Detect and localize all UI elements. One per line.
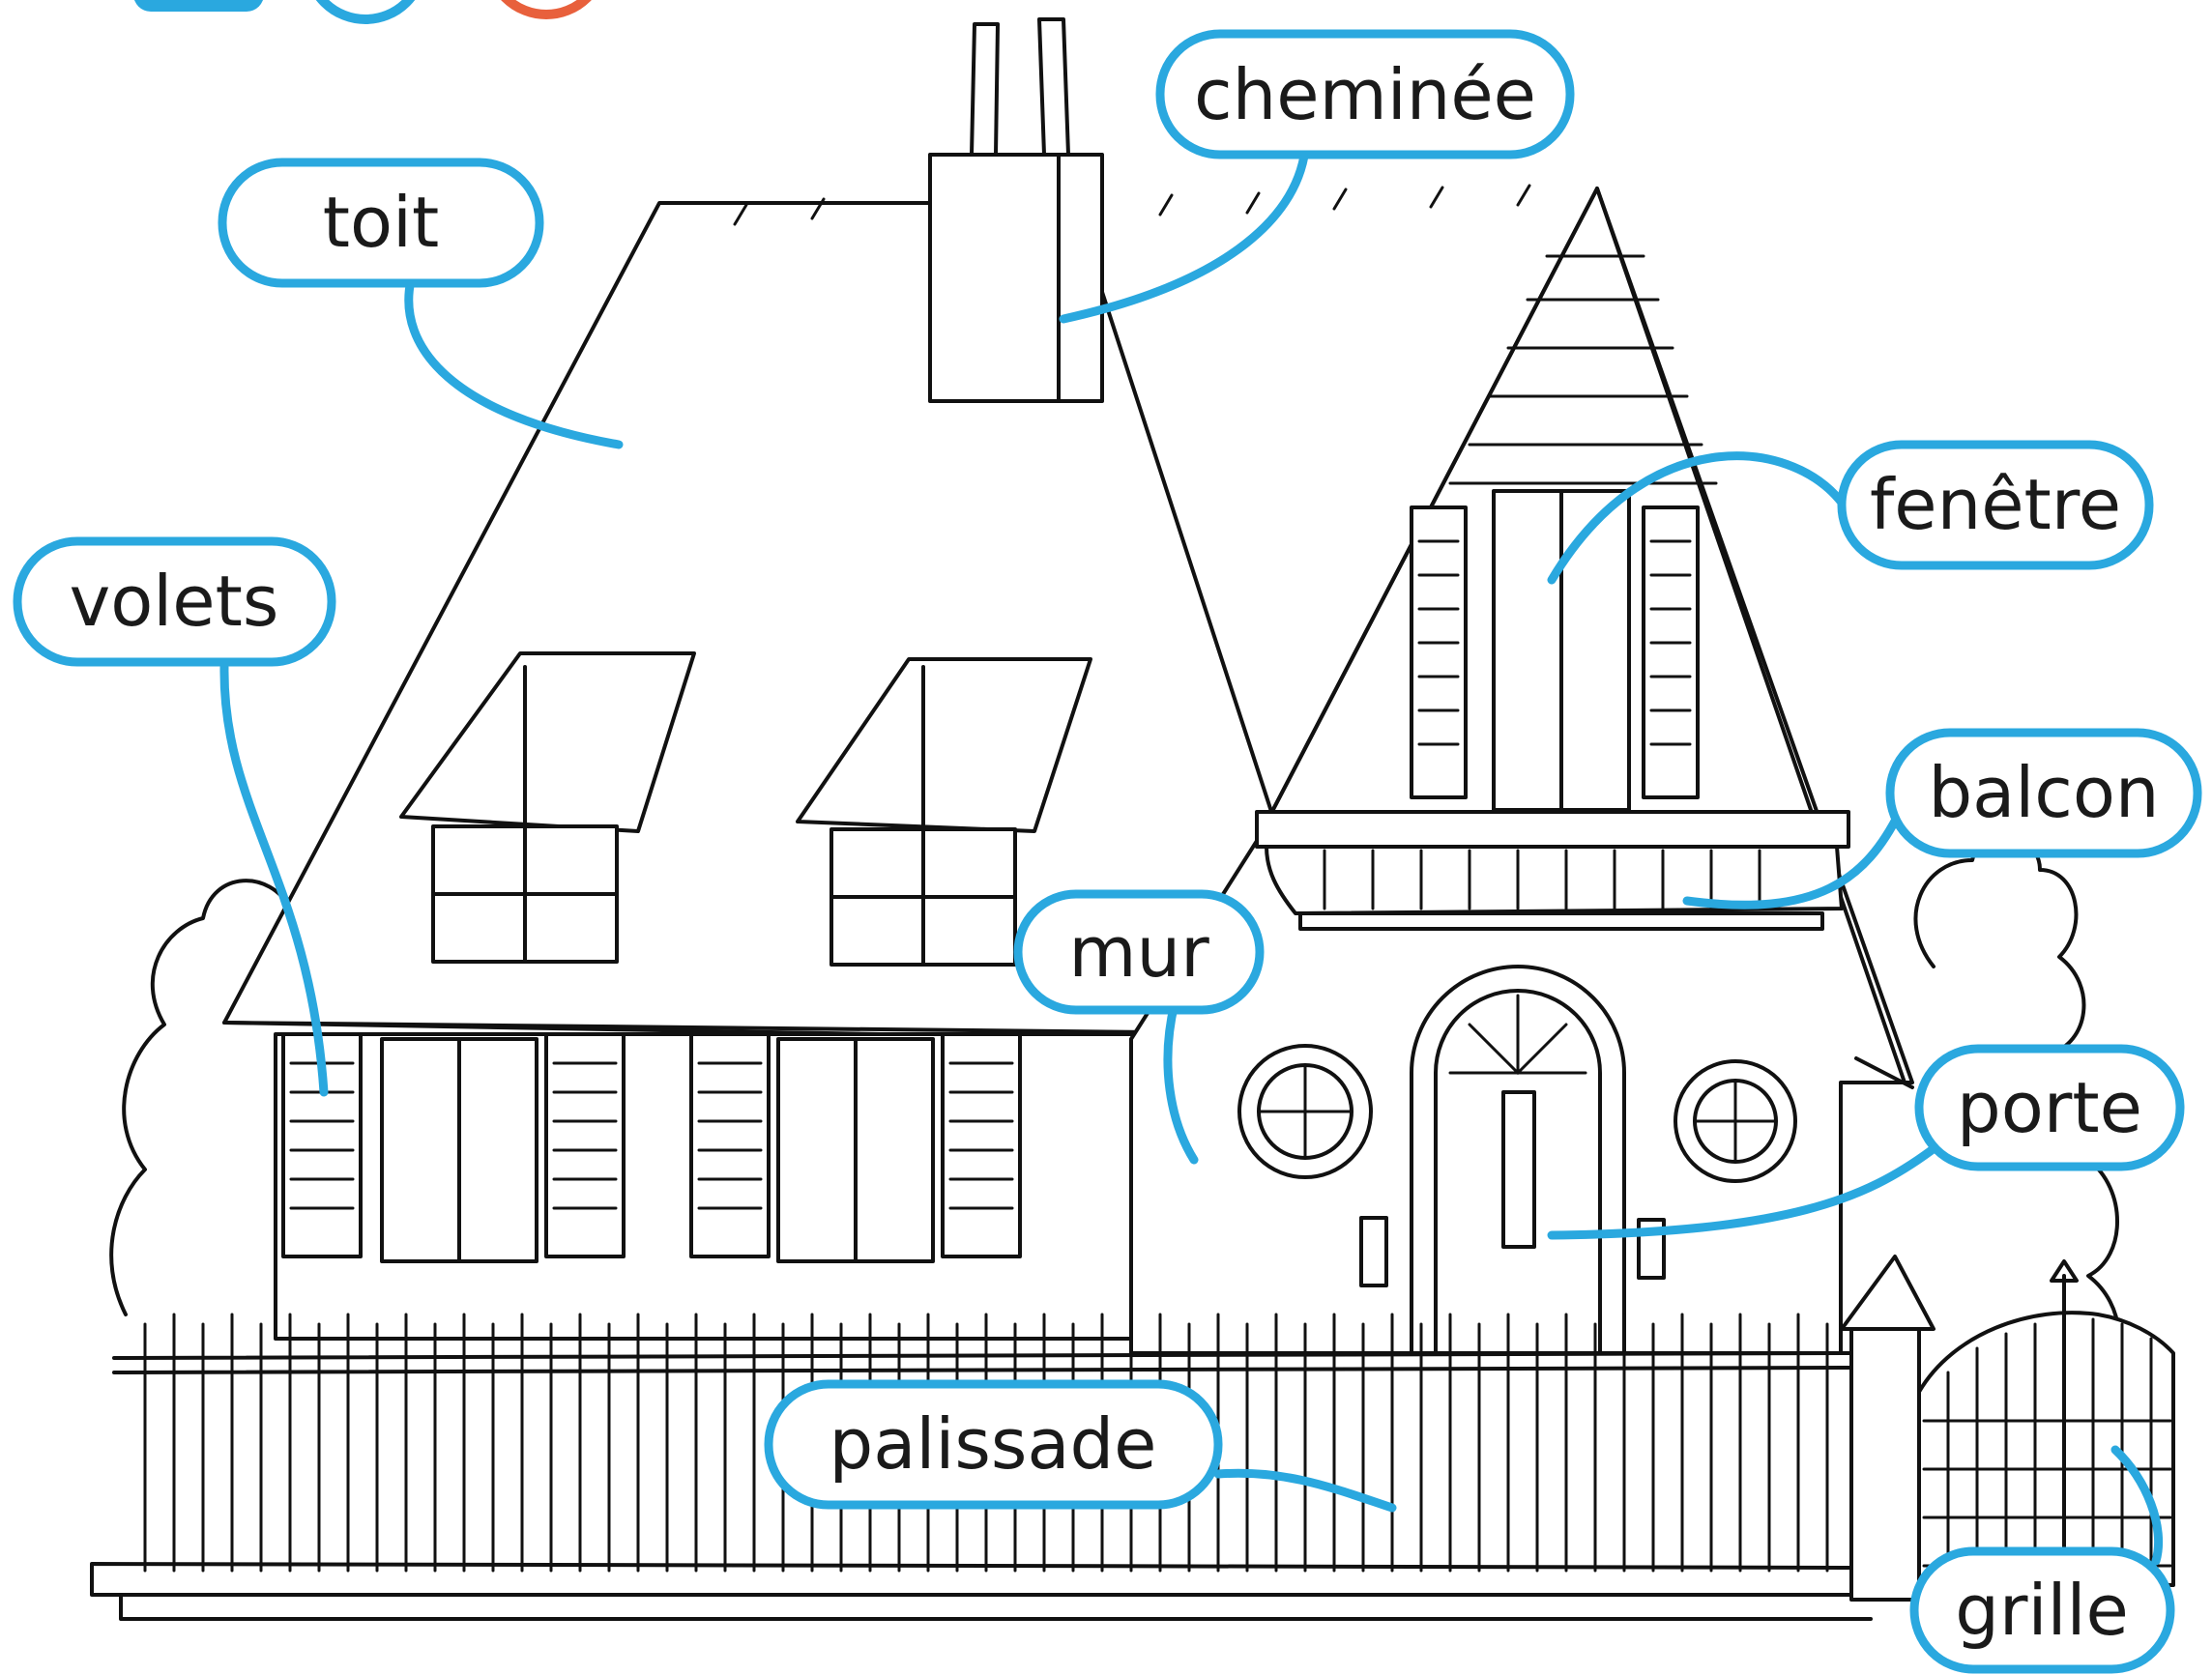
label-cheminee-text: cheminée bbox=[1194, 54, 1536, 135]
label-mur: mur bbox=[1018, 894, 1260, 1010]
label-fenetre: fenêtre bbox=[1842, 445, 2149, 565]
label-balcon: balcon bbox=[1890, 733, 2197, 853]
label-grille: grille bbox=[1914, 1551, 2170, 1669]
top-icons bbox=[133, 0, 604, 19]
label-toit: toit bbox=[222, 162, 539, 283]
label-cheminee: cheminée bbox=[1160, 34, 1570, 155]
label-porte: porte bbox=[1919, 1049, 2180, 1167]
blue-square-icon bbox=[133, 0, 264, 12]
blue-circle-icon bbox=[307, 0, 423, 19]
orange-circle-icon bbox=[488, 0, 604, 14]
label-volets: volets bbox=[17, 541, 332, 662]
label-mur-text: mur bbox=[1068, 911, 1209, 993]
label-palissade-text: palissade bbox=[830, 1403, 1157, 1485]
label-balcon-text: balcon bbox=[1928, 752, 2159, 833]
label-grille-text: grille bbox=[1955, 1570, 2129, 1651]
label-palissade: palissade bbox=[769, 1384, 1218, 1505]
label-toit-text: toit bbox=[323, 182, 440, 263]
label-fenetre-text: fenêtre bbox=[1870, 464, 2121, 545]
label-volets-text: volets bbox=[70, 561, 279, 642]
chimney bbox=[930, 19, 1102, 401]
label-porte-text: porte bbox=[1957, 1067, 2142, 1148]
